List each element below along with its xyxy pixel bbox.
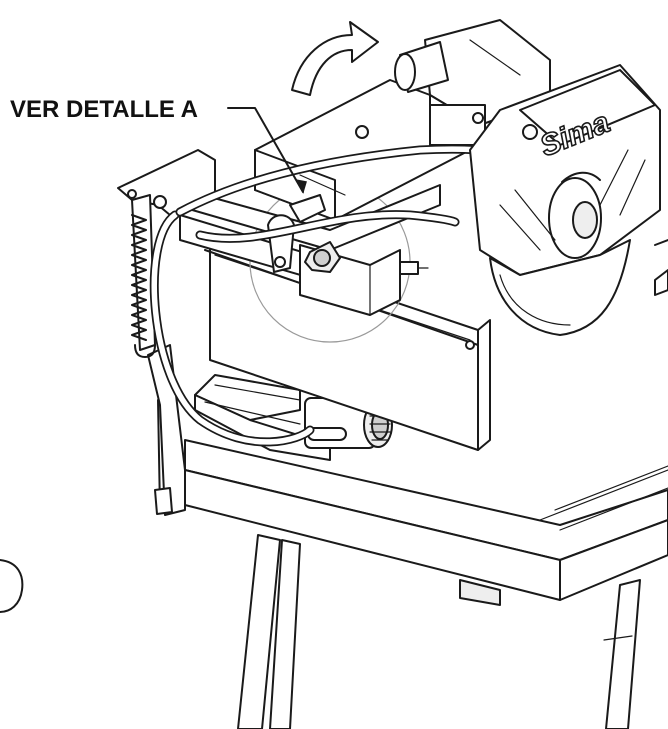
tension-spring [131,214,156,358]
left-frame [147,344,186,516]
callout-label: VER DETALLE A [10,96,198,123]
stand-legs [237,534,641,729]
spring-bracket [117,149,216,351]
partial-circle-marker [0,559,24,613]
callout-leader [227,107,307,194]
rotation-arrow-icon [291,21,379,96]
water-hose [149,144,490,447]
cutting-table [184,439,668,606]
clamp-block [299,241,429,316]
blade-guard [469,64,668,336]
